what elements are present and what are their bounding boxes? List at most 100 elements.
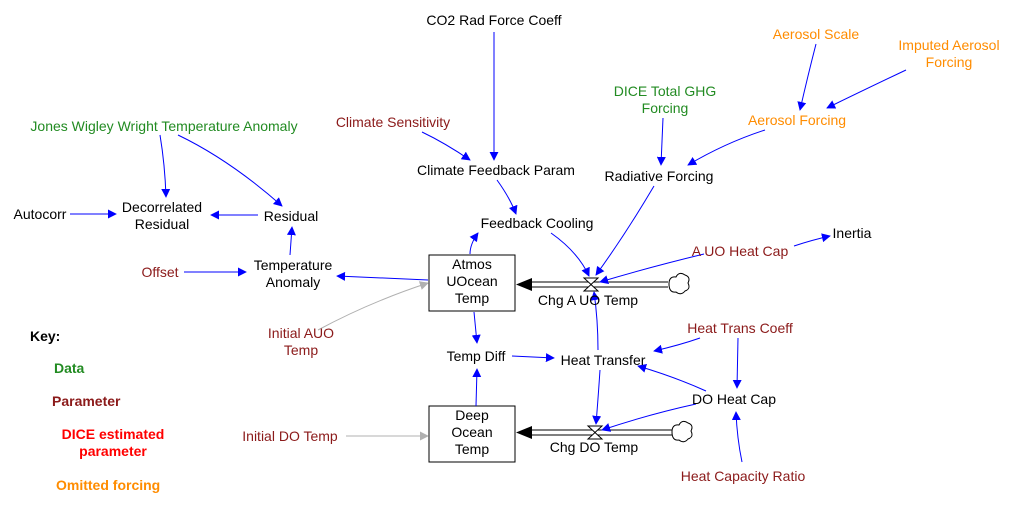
stock-box-deep-ocean xyxy=(428,405,516,463)
label-line: Chg A UO Temp xyxy=(538,292,638,308)
label-line: Temperature xyxy=(254,257,333,273)
label-line: Temp xyxy=(455,441,489,457)
label-line: Imputed Aerosol xyxy=(898,37,999,53)
residual-label: Residual xyxy=(264,208,318,224)
link-atmos-to-feedback xyxy=(469,232,479,255)
label-line: Feedback Cooling xyxy=(481,215,594,231)
legend-omitted: Omitted forcing xyxy=(56,477,160,493)
label-line: Autocorr xyxy=(14,206,67,222)
causal-links xyxy=(70,32,907,463)
label-line: Initial DO Temp xyxy=(242,428,338,444)
label-line: Heat Trans Coeff xyxy=(687,320,793,336)
autocorr-label: Autocorr xyxy=(14,206,67,222)
label-line: Heat Transfer xyxy=(561,352,646,368)
co2-rad-force-coeff-label: CO2 Rad Force Coeff xyxy=(426,12,561,28)
flow-pipe-chg-do-temp xyxy=(516,426,672,439)
label-line: DO Heat Cap xyxy=(692,391,776,407)
label-line: Heat Capacity Ratio xyxy=(681,468,806,484)
legend-data: Data xyxy=(54,360,85,376)
link-feedback-to-chg xyxy=(550,232,590,277)
link-cfp-to-feedback xyxy=(496,179,518,215)
label-line: Forcing xyxy=(926,54,973,70)
link-heattransfer-to-chg-a xyxy=(590,291,600,351)
label-line: Temp xyxy=(284,342,318,358)
valve-chg-a-uo-temp xyxy=(582,277,600,292)
climate-feedback-param-label: Climate Feedback Param xyxy=(417,162,575,178)
label-line: Aerosol Forcing xyxy=(748,112,846,128)
link-jww-to-decor xyxy=(159,134,171,198)
label-line: Residual xyxy=(264,208,318,224)
link-atmos-to-tempdiff xyxy=(471,311,481,344)
label-line: Ocean xyxy=(451,424,492,440)
heat-trans-coeff-label: Heat Trans Coeff xyxy=(687,320,793,336)
link-heattransfer-to-chg-do xyxy=(592,369,602,425)
cloud-icon xyxy=(671,420,693,443)
label-line: DICE Total GHG xyxy=(614,83,716,99)
link-docap-to-chg-do xyxy=(601,403,697,432)
label-line: Anomaly xyxy=(266,274,320,290)
legend-parameter: Parameter xyxy=(52,393,121,409)
label-line: parameter xyxy=(79,443,147,459)
label-line: Initial AUO xyxy=(268,325,334,341)
heat-capacity-ratio-label: Heat Capacity Ratio xyxy=(681,468,806,484)
radiative-forcing-label: Radiative Forcing xyxy=(605,168,714,184)
label-line: Climate Feedback Param xyxy=(417,162,575,178)
aerosol-scale-label: Aerosol Scale xyxy=(773,26,860,42)
link-radiative-to-chg xyxy=(595,185,655,276)
aerosol-forcing-label: Aerosol Forcing xyxy=(748,112,846,128)
label-line: CO2 Rad Force Coeff xyxy=(426,12,561,28)
label-line: Aerosol Scale xyxy=(773,26,860,42)
label-line: Offset xyxy=(141,264,178,280)
link-auo-to-inertia xyxy=(793,233,831,247)
label-line: Atmos xyxy=(452,256,492,272)
flow-pipe-chg-a-uo-temp xyxy=(516,278,668,291)
label-line: Chg DO Temp xyxy=(550,439,639,455)
link-ghg-to-radiative xyxy=(656,117,666,166)
stock-box-atmos xyxy=(428,254,516,312)
jww-temperature-anomaly-label: Jones Wigley Wright Temperature Anomaly xyxy=(30,118,297,134)
initial-value-links xyxy=(317,281,429,441)
label-line: Deep xyxy=(455,407,489,423)
label-line: Temp xyxy=(455,290,489,306)
link-deep-to-tempdiff xyxy=(472,368,482,407)
label-line: Inertia xyxy=(833,225,872,241)
initial-do-temp-label: Initial DO Temp xyxy=(242,428,338,444)
legend-title: Key: xyxy=(30,328,60,344)
label-line: Temp Diff xyxy=(447,348,506,364)
label-line: Climate Sensitivity xyxy=(336,114,450,130)
cloud-icon xyxy=(668,272,690,295)
label-line: A UO Heat Cap xyxy=(692,243,789,259)
link-tempdiff-to-heattransfer xyxy=(511,353,555,363)
link-docap-to-heattransfer xyxy=(637,363,707,392)
valve-chg-do-temp xyxy=(586,425,604,440)
label-line: Forcing xyxy=(642,100,689,116)
heat-transfer-label: Heat Transfer xyxy=(561,352,646,368)
label-line: Decorrelated xyxy=(122,199,202,215)
temp-diff-label: Temp Diff xyxy=(447,348,506,364)
climate-sensitivity-label: Climate Sensitivity xyxy=(336,114,450,130)
link-tempanom-to-residual xyxy=(286,226,296,256)
feedback-cooling-label: Feedback Cooling xyxy=(481,215,594,231)
link-htc-to-docap xyxy=(732,337,742,389)
link-htc-to-heattransfer xyxy=(653,337,701,354)
do-heat-cap-label: DO Heat Cap xyxy=(692,391,776,407)
chg-do-temp-label: Chg DO Temp xyxy=(550,439,639,455)
link-aerosol-scale-to-aerosol-forcing xyxy=(797,43,817,111)
link-cs-to-cfp xyxy=(421,131,471,161)
link-init-auo-to-atmos xyxy=(317,281,429,331)
link-hcr-to-docap xyxy=(731,411,743,463)
label-line: UOcean xyxy=(446,273,497,289)
label-line: DICE estimated xyxy=(62,426,165,442)
link-atmos-to-tempanom xyxy=(336,271,429,281)
label-line: Jones Wigley Wright Temperature Anomaly xyxy=(30,118,297,134)
